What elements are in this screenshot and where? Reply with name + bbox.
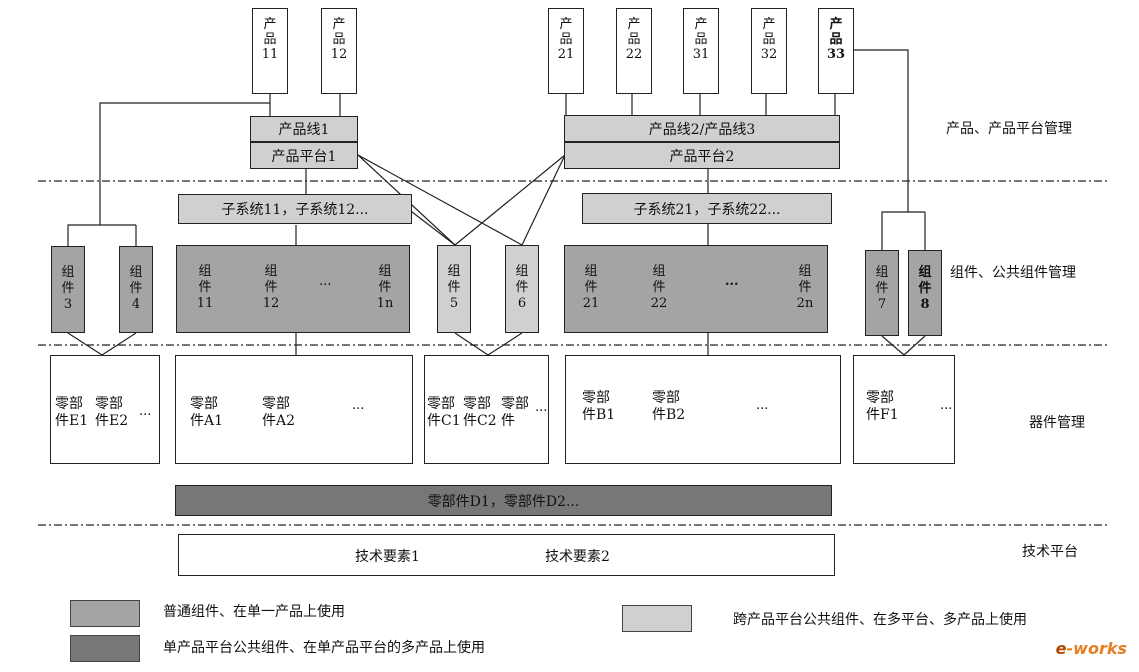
product-12: 产 品 12 xyxy=(321,8,357,94)
component-group-1: 组 件 11 组 件 12 ... 组 件 1n xyxy=(176,245,410,333)
label-tech-platform: 技术平台 xyxy=(1022,544,1078,560)
part-b2: 零部 件B2 xyxy=(652,390,686,423)
legend-text-single-platform: 单产品平台公共组件、在单产品平台的多产品上使用 xyxy=(163,640,485,656)
component-11-label: 组 件 11 xyxy=(196,264,214,311)
component-7-label: 组 件 7 xyxy=(875,265,889,312)
part-e1: 零部 件E1 xyxy=(55,396,89,429)
product-platform-1: 产品平台1 xyxy=(250,142,358,169)
part-e2: 零部 件E2 xyxy=(95,396,129,429)
legend-swatch-cross-platform xyxy=(622,605,692,632)
legend-text-common: 普通组件、在单一产品上使用 xyxy=(163,604,345,620)
parts-group-b: 零部 件B1 零部 件B2 ... xyxy=(565,355,841,464)
eworks-watermark-logo: e-works xyxy=(1055,639,1127,658)
product-22: 产 品 22 xyxy=(616,8,652,94)
component-21-label: 组 件 21 xyxy=(582,264,600,311)
part-a2: 零部 件A2 xyxy=(262,396,296,429)
parts-group-f: 零部 件F1 ... xyxy=(853,355,955,464)
component-4: 组 件 4 xyxy=(119,246,153,333)
component-22-label: 组 件 22 xyxy=(650,264,668,311)
product-33: 产 品 33 xyxy=(818,8,854,94)
parts-group-c-ellipsis: ... xyxy=(535,400,548,415)
component-8-label: 组 件 8 xyxy=(918,265,932,312)
product-21: 产 品 21 xyxy=(548,8,584,94)
subsystem-group-1: 子系统11，子系统12... xyxy=(178,194,412,224)
parts-group-c: 零部 件C1 零部 件C2 零部 件 ... xyxy=(424,355,549,464)
part-c3: 零部 件 xyxy=(501,396,529,429)
tech-element-1: 技术要素1 xyxy=(355,549,420,565)
component-group-2: 组 件 21 组 件 22 ... 组 件 2n xyxy=(564,245,828,333)
part-c2: 零部 件C2 xyxy=(463,396,497,429)
tech-platform-box: 技术要素1 技术要素2 xyxy=(178,534,835,576)
component-1n-label: 组 件 1n xyxy=(376,264,394,311)
component-6-label: 组 件 6 xyxy=(515,264,529,311)
parts-group-f-ellipsis: ... xyxy=(940,398,953,413)
parts-group-e-ellipsis: ... xyxy=(139,404,152,419)
part-b1: 零部 件B1 xyxy=(582,390,616,423)
product-platform-2: 产品平台2 xyxy=(564,142,840,169)
parts-group-a-ellipsis: ... xyxy=(352,398,365,413)
part-f1: 零部 件F1 xyxy=(866,390,899,423)
part-a1: 零部 件A1 xyxy=(190,396,224,429)
product-11: 产 品 11 xyxy=(252,8,288,94)
component-5: 组 件 5 xyxy=(437,245,471,333)
component-6: 组 件 6 xyxy=(505,245,539,333)
component-4-label: 组 件 4 xyxy=(129,265,143,312)
tech-element-2: 技术要素2 xyxy=(545,549,610,565)
component-2n-label: 组 件 2n xyxy=(796,264,814,311)
component-3: 组 件 3 xyxy=(51,246,85,333)
watermark-text: works xyxy=(1073,639,1127,658)
component-12-label: 组 件 12 xyxy=(262,264,280,311)
product-31: 产 品 31 xyxy=(683,8,719,94)
component-group-2-ellipsis: ... xyxy=(725,274,739,289)
product-line-2-3: 产品线2/产品线3 xyxy=(564,115,840,142)
component-5-label: 组 件 5 xyxy=(447,264,461,311)
subsystem-group-2: 子系统21，子系统22... xyxy=(582,193,832,224)
legend-swatch-common xyxy=(70,600,140,627)
part-c1: 零部 件C1 xyxy=(427,396,461,429)
parts-group-b-ellipsis: ... xyxy=(756,398,769,413)
label-product-mgmt: 产品、产品平台管理 xyxy=(946,121,1072,137)
product-32: 产 品 32 xyxy=(751,8,787,94)
label-device-mgmt: 器件管理 xyxy=(1029,415,1085,431)
parts-group-a: 零部 件A1 零部 件A2 ... xyxy=(175,355,413,464)
watermark-prefix: e xyxy=(1055,639,1067,658)
legend-text-cross-platform: 跨产品平台公共组件、在多平台、多产品上使用 xyxy=(733,612,1027,628)
component-3-label: 组 件 3 xyxy=(61,265,75,312)
component-group-1-ellipsis: ... xyxy=(319,274,332,289)
parts-bar-d: 零部件D1，零部件D2... xyxy=(175,485,832,516)
parts-group-e: 零部 件E1 零部 件E2 ... xyxy=(50,355,160,464)
legend-swatch-single-platform xyxy=(70,635,140,662)
label-component-mgmt: 组件、公共组件管理 xyxy=(950,265,1076,281)
component-8: 组 件 8 xyxy=(908,250,942,336)
component-7: 组 件 7 xyxy=(865,250,899,336)
product-line-1: 产品线1 xyxy=(250,116,358,142)
